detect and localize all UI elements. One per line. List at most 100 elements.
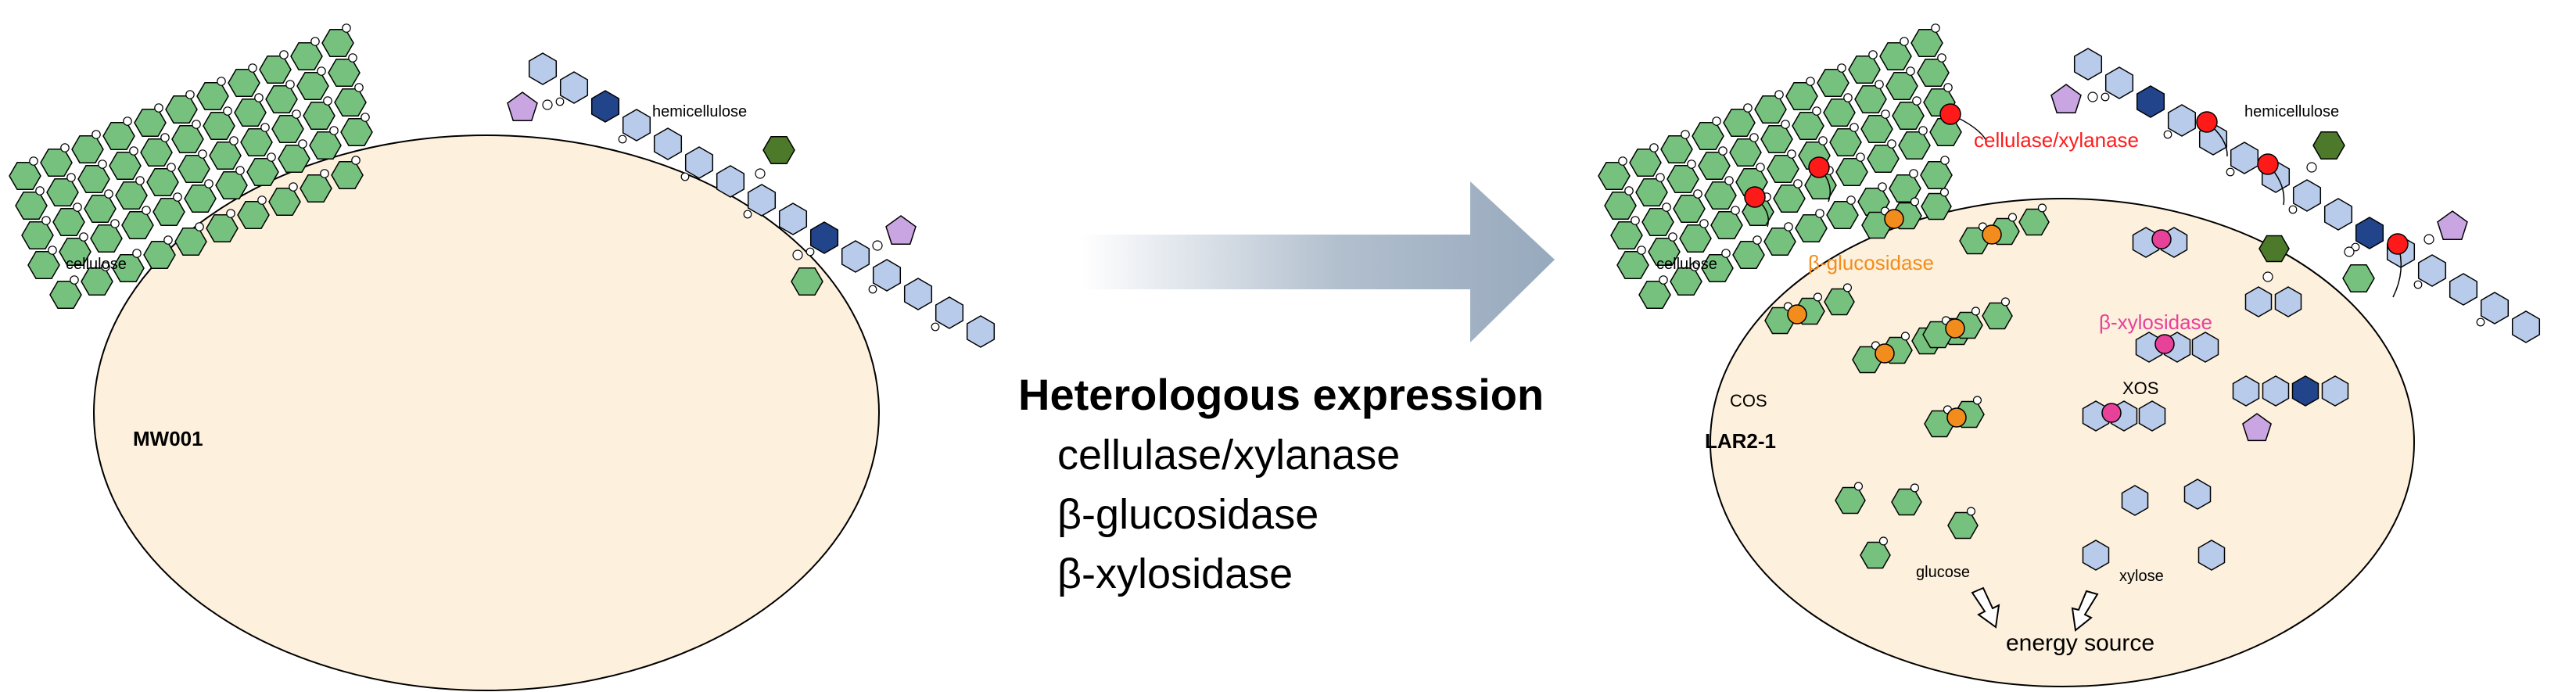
cellulase-xylanase-enzyme xyxy=(1808,156,1830,178)
glucose-unit xyxy=(1917,58,1950,88)
hydroxyl-dot xyxy=(1787,149,1796,159)
xylose-unit xyxy=(2321,375,2349,407)
glucose-unit xyxy=(203,111,235,141)
cellooligosaccharides xyxy=(1764,188,2050,438)
hydroxyl-dot xyxy=(1756,163,1765,172)
hydroxyl-dot xyxy=(1721,249,1731,258)
glucose-unit xyxy=(1885,71,1918,101)
right-panel: cellulose hemicellulose cellulase/xylana… xyxy=(1598,23,2541,687)
hydroxyl-dot xyxy=(129,146,138,156)
hydroxyl-dot xyxy=(868,285,877,294)
hydroxyl-dot xyxy=(1699,219,1709,228)
hydroxyl-dot xyxy=(160,133,170,142)
glucose-unit xyxy=(1732,240,1765,270)
hydroxyl-dot xyxy=(1906,66,1915,76)
hydroxyl-dot xyxy=(1912,96,1921,106)
cellulose-fiber-left xyxy=(9,23,373,310)
cell-mw001 xyxy=(93,134,880,691)
arabinose-unit xyxy=(2242,413,2272,442)
glucose-unit xyxy=(1754,95,1787,124)
hydroxyl-dot xyxy=(1712,117,1721,126)
hydroxyl-dot xyxy=(323,96,332,106)
hydroxyl-dot xyxy=(2344,246,2355,257)
hydroxyl-dot xyxy=(2288,205,2298,214)
hydroxyl-dot xyxy=(1637,246,1646,255)
cellulase-xylanase-enzyme xyxy=(2196,111,2218,133)
beta-glucosidase-enzyme xyxy=(1982,224,2002,245)
xylose-monomer xyxy=(2183,479,2212,510)
hydroxyl-dot xyxy=(223,106,232,116)
hydroxyl-dot xyxy=(1972,396,1982,405)
middle-panel: Heterologous expression cellulase/xylana… xyxy=(1018,181,1555,597)
arabinose-unit xyxy=(2437,210,2468,240)
hydroxyl-dot xyxy=(1812,106,1821,116)
xylose-unit xyxy=(903,278,933,310)
glucose-unit xyxy=(71,134,104,164)
xylose-to-energy-arrow xyxy=(2071,590,2099,632)
glucose-unit xyxy=(1638,280,1671,310)
hydroxyl-dot xyxy=(1649,143,1659,152)
beta-xylosidase-enzyme xyxy=(2151,229,2172,249)
glucose-unit xyxy=(9,161,41,191)
hydroxyl-dot xyxy=(1784,222,1793,231)
xylose-unit-dark xyxy=(809,221,839,254)
hydroxyl-dot xyxy=(2226,167,2235,177)
cellulose-fiber-right xyxy=(1598,23,1962,310)
hemicellulose-chain-left xyxy=(507,52,996,348)
hydroxyl-dot xyxy=(292,109,301,119)
hydroxyl-dot xyxy=(1853,482,1863,491)
hydroxyl-dot xyxy=(135,176,145,185)
glucose-unit xyxy=(303,101,335,131)
hydroxyl-dot xyxy=(235,166,245,175)
hydroxyl-dot xyxy=(123,117,132,126)
hydroxyl-dot xyxy=(1718,146,1727,156)
hydroxyl-dot xyxy=(1693,189,1702,199)
glucose-unit xyxy=(1723,108,1756,138)
hydroxyl-dot xyxy=(1939,188,1949,197)
expression-item-beta-xylosidase: β-xylosidase xyxy=(1057,550,1293,597)
glucose-unit xyxy=(1910,28,1943,58)
hydroxyl-dot xyxy=(104,189,113,199)
hydroxyl-dot xyxy=(1849,123,1859,132)
glucose-unit xyxy=(209,141,242,170)
glucose-unit xyxy=(196,81,229,111)
hydroxyl-dot xyxy=(257,195,267,205)
glucose-unit xyxy=(152,197,185,227)
hydroxyl-dot xyxy=(1842,283,1852,292)
hydroxyl-dot xyxy=(198,149,207,159)
hydroxyl-dot xyxy=(1749,133,1759,142)
hydroxyl-dot xyxy=(226,209,235,218)
hydroxyl-dot xyxy=(354,83,364,92)
glucose-unit xyxy=(121,210,154,240)
hydroxyl-dot xyxy=(329,126,339,135)
hydroxyl-dot xyxy=(285,80,295,89)
branch-glucose-unit xyxy=(2258,235,2290,263)
xylose-unit xyxy=(559,71,589,104)
hydroxyl-dot xyxy=(1781,120,1790,129)
hydroxyl-dot xyxy=(1909,169,1918,178)
hydroxyl-dot xyxy=(1818,136,1828,145)
xylose-unit xyxy=(2244,286,2273,317)
hydroxyl-dot xyxy=(167,163,176,172)
glucose-unit xyxy=(1879,41,1912,71)
xylose-unit xyxy=(747,184,777,217)
xylose-unit-dark xyxy=(2291,375,2319,407)
monosaccharides xyxy=(1835,479,2226,571)
glucose-unit xyxy=(265,84,298,114)
glucose-unit xyxy=(1854,84,1887,114)
xylose-unit-dark xyxy=(2355,217,2384,249)
cellulase-xylanase-enzyme xyxy=(2387,233,2409,255)
glucose-label: glucose xyxy=(1916,564,1970,581)
hydroxyl-dot xyxy=(1900,37,1909,46)
energy-source-label: energy source xyxy=(2006,630,2154,656)
hydroxyl-dot xyxy=(1878,182,1887,192)
xylose-unit xyxy=(2138,400,2166,432)
glucose-unit xyxy=(1704,181,1737,210)
hydroxyl-dot xyxy=(91,130,101,139)
arabinose-unit xyxy=(2050,84,2082,113)
glucose-unit xyxy=(49,280,82,310)
hydroxyl-dot xyxy=(1668,232,1677,242)
glucose-unit xyxy=(1760,124,1793,154)
hydroxyl-dot xyxy=(1618,156,1627,166)
